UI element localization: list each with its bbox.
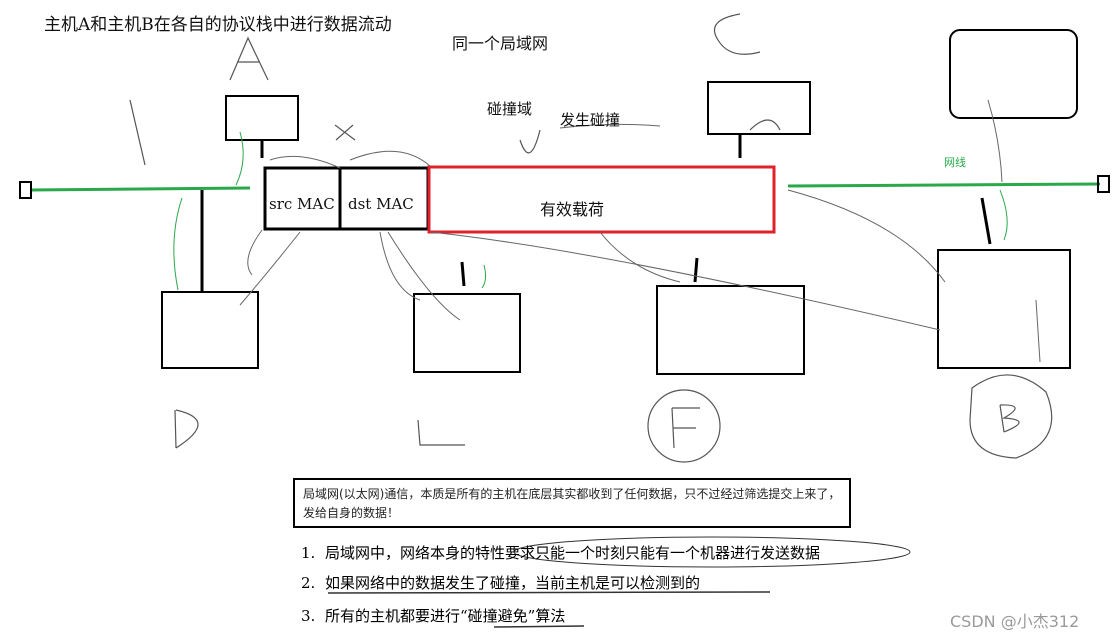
host-d-box bbox=[161, 291, 259, 369]
list-item-text: 如果网络中的数据发生了碰撞，当前主机是可以检测到的 bbox=[325, 574, 701, 592]
cable-left bbox=[29, 186, 251, 192]
watermark: CSDN @小杰312 bbox=[950, 612, 1080, 631]
src-mac-label: src MAC bbox=[269, 195, 335, 213]
diagram-subtitle: 同一个局域网 bbox=[452, 34, 549, 53]
underline-item-3 bbox=[493, 625, 585, 628]
list-item-number: 2. bbox=[301, 574, 316, 592]
link-f bbox=[693, 257, 699, 283]
green-flow-arrows bbox=[173, 131, 1008, 291]
list-item-number: 3. bbox=[301, 607, 316, 625]
list-item: 2. 如果网络中的数据发生了碰撞，当前主机是可以检测到的 bbox=[301, 572, 700, 593]
host-top-right-box bbox=[949, 29, 1078, 119]
link-b bbox=[980, 197, 992, 245]
frame-payload-box bbox=[427, 165, 776, 234]
diagram-title: 主机A和主机B在各自的协议栈中进行数据流动 bbox=[44, 15, 392, 35]
host-f-box bbox=[656, 285, 805, 375]
host-e-box bbox=[413, 293, 521, 373]
collision-occurs-label: 发生碰撞 bbox=[560, 111, 621, 129]
highlight-oval-item-1 bbox=[513, 536, 911, 568]
list-item-text: 局域网中，网络本身的特性要求只能一个时刻只能有一个机器进行发送数据 bbox=[325, 544, 821, 562]
list-item-text: 所有的主机都要进行“碰撞避免”算法 bbox=[325, 607, 566, 625]
host-b-box bbox=[937, 249, 1071, 369]
cable-left-terminator bbox=[19, 181, 32, 199]
host-c-box bbox=[707, 81, 811, 135]
cable-right-terminator bbox=[1097, 175, 1110, 193]
hand-sketches bbox=[129, 13, 1053, 463]
list-item: 3. 所有的主机都要进行“碰撞避免”算法 bbox=[301, 605, 565, 626]
underline-item-2 bbox=[327, 591, 771, 594]
list-item-number: 1. bbox=[301, 544, 316, 562]
link-e bbox=[460, 261, 466, 287]
host-a-box bbox=[225, 95, 299, 141]
cable-right bbox=[787, 182, 1101, 188]
list-item: 1. 局域网中，网络本身的特性要求只能一个时刻只能有一个机器进行发送数据 bbox=[301, 542, 820, 563]
cable-label: 网线 bbox=[944, 156, 966, 169]
note-box: 局域网(以太网)通信，本质是所有的主机在底层其实都收到了任何数据，只不过经过筛选… bbox=[293, 478, 851, 528]
collision-domain-label: 碰撞域 bbox=[487, 100, 533, 118]
payload-label: 有效载荷 bbox=[540, 200, 605, 219]
flow-curves bbox=[239, 99, 1041, 363]
dst-mac-label: dst MAC bbox=[348, 195, 414, 213]
